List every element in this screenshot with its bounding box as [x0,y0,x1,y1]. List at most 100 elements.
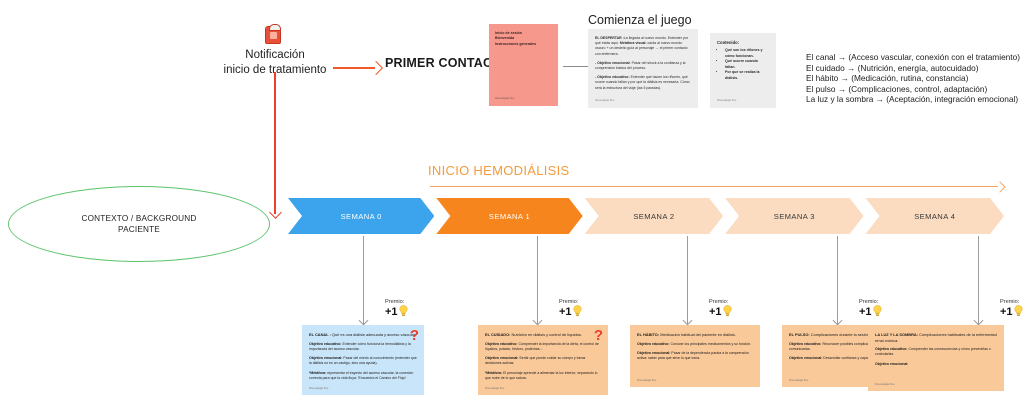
legend-row: El pulso → (Complicaciones, control, ada… [806,83,988,94]
prize-value-row: +1 [709,305,732,318]
context-ellipse-text: CONTEXTO / BACKGROUND PACIENTE [81,213,196,235]
card-p2-text: Pasar de la dependencia pasiva a la comp… [637,350,749,361]
card-connector-line [537,236,538,324]
prize-value-row: +1 [385,305,408,318]
prize-badge: Premio:+1 [859,299,882,318]
card-footer: Creo Apps S.L. [789,378,810,382]
despertar-metafora-bold: Metáfora visual: [619,41,647,46]
legend-row: La luz y la sombra → (Aceptación, integr… [806,94,1019,105]
arrow-down-red-icon [268,72,282,222]
notification-label-line1: Notificación [245,49,305,61]
contenido-bullet: Qué son los riñones y cómo funcionan. [725,48,769,59]
contenido-header: Contenido: [717,40,740,45]
prize-value: +1 [709,306,722,318]
prize-value: +1 [859,306,872,318]
metaphor-legend: El canal → (Acceso vascular, conexión co… [806,52,1020,105]
week-chevron-label: SEMANA 4 [914,211,956,221]
week-chevron-3[interactable]: SEMANA 3 [725,198,863,234]
card-metafora: *Metáfora: El personaje aprende a alimen… [485,371,601,382]
card-p2-text: Desarrollar confianza y capacidad de res… [822,356,899,361]
lightbulb-icon [1014,305,1023,317]
despertar-title-rest: La llegada al nuevo mundo. Entender por … [595,36,689,46]
prize-label: Premio: [859,299,879,305]
prize-badge: Premio:+1 [1000,299,1023,318]
week-chevron-label: SEMANA 3 [773,211,815,221]
card-p2-label: Objetivo emocional: [875,361,909,366]
despertar-objetivo-emocional: - Objetivo emocional: Pasar del shock a … [595,61,691,71]
notification-label-line2: inicio de tratamiento [223,64,327,76]
prize-value-row: +1 [859,305,882,318]
card-connector-line [687,236,688,324]
card-title-rest: Complicaciones durante la sesión de diál… [809,332,889,337]
card-connector-line [363,236,364,324]
week-chevron-0[interactable]: SEMANA 0 [288,198,434,234]
card-p2-label: Objetivo emocional: [637,350,671,355]
despertar-p2-label: - Objetivo educativo: [595,75,630,80]
pink-card-line-3: Instrucciones generales [495,41,537,46]
despertar-p1-label: - Objetivo emocional: [595,60,631,65]
objective-card-2[interactable]: EL HÁBITO: Medicación habitual del pacie… [630,325,760,387]
pink-card-footer: Creo Apps S.L. [495,96,516,100]
card-title-rest: Nutrición en diálisis y control de líqui… [510,332,582,337]
week-chevron-4[interactable]: SEMANA 4 [866,198,1004,234]
card-p1-text: Comprender las consecuencias y cómo prev… [875,347,991,357]
card-p2-label: Objetivo emocional: [789,356,823,361]
question-mark-icon[interactable]: ? [409,327,419,344]
el-despertar-card: EL DESPERTAR :La llegada al nuevo mundo.… [588,29,698,108]
card-objetivo-emocional: Objetivo emocional: Pasar del miedo al c… [309,356,417,367]
prize-value: +1 [559,306,572,318]
despertar-objetivo-educativo: - Objetivo educativo: Entender qué hacen… [595,75,691,91]
legend-row: El hábito → (Medicación, rutina, constan… [806,73,969,84]
primer-contacto-label: PRIMER CONTACTO [385,56,510,70]
contenido-bullet-list: Qué son los riñones y cómo funcionan. Qu… [725,48,769,82]
card-p1-text: Conocer los principales medicamentos y s… [669,341,752,346]
card-title: EL CUIDADO: Nutrición en diálisis y cont… [485,332,601,338]
despertar-title: EL DESPERTAR :La llegada al nuevo mundo.… [595,36,691,57]
prize-value-row: +1 [559,305,582,318]
card-title-bold: LA LUZ Y LA SOMBRA: [875,332,919,337]
card-title-bold: EL PULSO: [789,332,810,337]
card-p2-label: Objetivo emocional: [485,356,519,361]
card-objetivo-educativo: Objetivo educativo: Comprender la import… [485,342,601,353]
despertar-p1-text: Pasar del shock a la confianza y la comp… [595,60,686,71]
context-line2: PACIENTE [118,225,160,234]
comienza-el-juego-title: Comienza el juego [588,13,692,27]
contenido-bullet: Por qué se realiza la diálisis. [725,70,769,81]
week-chevron-label: SEMANA 2 [633,211,675,221]
objective-card-1[interactable]: EL CUIDADO: Nutrición en diálisis y cont… [478,325,608,395]
card-p1-text: Reconocer posibles complicaciones y cómo… [789,341,904,351]
objective-card-4[interactable]: LA LUZ Y LA SOMBRA: Complicaciones habit… [868,325,1004,391]
card-title-rest: Medicación habitual del paciente en diál… [659,332,736,337]
week-chevron-1[interactable]: SEMANA 1 [436,198,582,234]
contenido-footer: Creo Apps S.L. [717,98,738,102]
card-p1-label: Objetivo educativo: [789,341,822,346]
card-p1-label: Objetivo educativo: [637,341,670,346]
card-objetivo-emocional: Objetivo emocional: Sentir que puede cui… [485,356,601,367]
card-objetivo-emocional: Objetivo emocional: Desarrollar confianz… [789,356,905,361]
question-mark-icon[interactable]: ? [593,327,603,344]
card-connector-arrowhead [832,315,843,326]
card-objetivo-educativo: Objetivo educativo: Conocer los principa… [637,342,753,347]
week-chevron-2[interactable]: SEMANA 2 [585,198,723,234]
card-footer: Creo Apps S.L. [637,378,658,382]
objective-card-0[interactable]: EL CANAL : Qué es una diálisis adecuada … [302,325,424,395]
week-chevron-label: SEMANA 1 [488,211,531,221]
prize-value: +1 [385,306,398,318]
card-connector-arrowhead [358,315,369,326]
prize-label: Premio: [559,299,579,305]
card-p2-label: Objetivo emocional: [309,356,343,361]
card-objetivo-emocional: Objetivo emocional: [875,362,997,367]
card-title-rest: Qué es una diálisis adecuada y acceso va… [330,332,416,337]
notification-label: Notificación inicio de tratamiento [220,48,330,78]
card-p3-text: representar el trayecto del acceso vascu… [309,370,414,381]
card-connector-arrowhead [682,315,693,326]
lightbulb-icon [399,305,408,317]
contenido-card: Contenido: Qué son los riñones y cómo fu… [710,33,776,108]
session-start-card: Inicio de sesión Bienvenida Instruccione… [489,24,558,106]
card-p1-text: Comprender la importancia de la dieta, e… [485,341,599,351]
card-footer: Creo Apps S.L. [875,382,896,386]
card-objetivo-emocional: Objetivo emocional: Pasar de la dependen… [637,351,753,362]
card-title-bold: EL CUIDADO: [485,332,511,337]
despertar-title-bold: EL DESPERTAR : [595,36,624,40]
